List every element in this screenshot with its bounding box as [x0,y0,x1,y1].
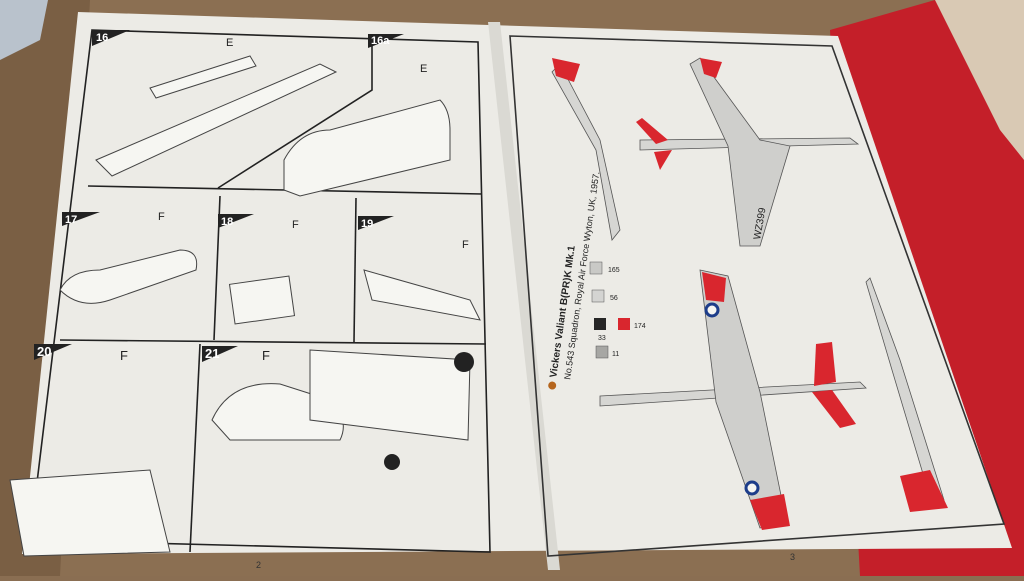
question-icon [454,352,474,372]
step-20-number: 20 [37,344,51,359]
tail-fin-red [552,58,580,82]
step-19-floor-drawing [363,269,481,321]
step-16-panel-drawing [95,63,338,177]
step-21-number: 21 [205,346,219,361]
step-21-subassembly: F [262,348,270,363]
paint-chip-33 [594,318,606,330]
question-icon-2 [384,454,400,470]
step-16-subassembly: E [226,37,233,49]
right-page-border [509,35,1006,557]
caption-bullet-icon [548,381,557,390]
step-19-subassembly: F [462,239,469,251]
paint-chip-165 [589,261,603,275]
step-16-part-drawing [149,55,257,99]
step-16a-canopy-drawing [283,99,451,197]
paper-fold-shadow [488,22,560,570]
aircraft-bottom-view [599,269,867,530]
paint-chip-legend [589,261,630,359]
step-18-number: 18 [221,216,233,228]
aircraft-side-view-top [551,58,621,241]
box-corner-light [935,0,1024,160]
step-16a-number: 16a [371,35,390,47]
paint-code-56: 56 [610,295,618,302]
step-17-drawing [59,249,198,304]
left-page-number: 2 [256,560,261,570]
step-17-number: 17 [65,214,77,226]
paint-chip-11 [595,345,609,359]
paint-code-11: 11 [612,351,619,358]
step-21-inset-drawing [309,349,471,441]
paint-chip-56 [591,289,605,303]
step-19-number: 19 [361,218,373,230]
step-20-subassembly: F [120,348,128,363]
paint-code-174: 174 [634,323,646,330]
step-18-drawing [228,275,296,325]
aircraft-side-view-right [865,277,948,512]
step-18-subassembly: F [292,219,299,231]
aircraft-top-view: WZ399 [636,57,860,247]
step-20-floor-drawing [9,469,171,557]
step-drawings [9,55,481,557]
paint-chip-174 [618,318,630,330]
corner-object [0,0,48,60]
paint-code-165: 165 [608,267,620,274]
paint-code-33: 33 [598,335,606,342]
help-icons [384,352,474,470]
step-17-subassembly: F [158,211,165,223]
right-page-number: 3 [790,552,795,562]
step-16a-subassembly: E [420,63,427,75]
step-16-number: 16 [96,32,108,44]
step-badges [34,30,404,362]
